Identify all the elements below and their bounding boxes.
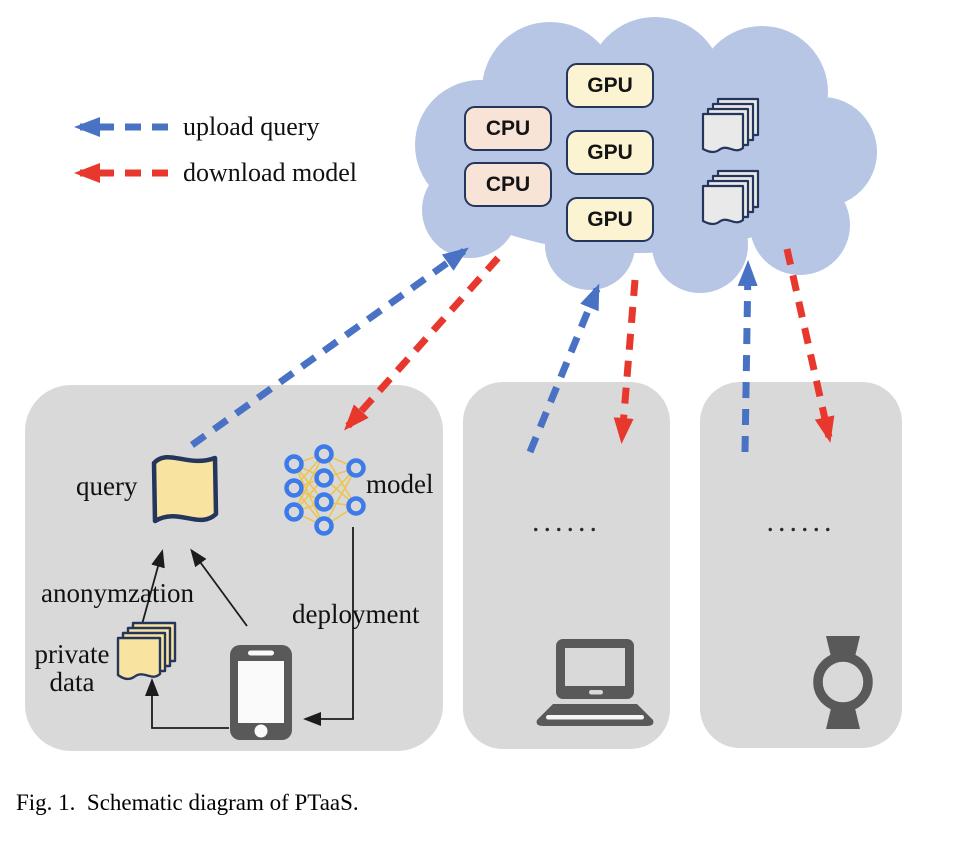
anonymization-label: anonymzation: [41, 578, 194, 608]
cloud-document-stack-icon-2: [701, 169, 760, 226]
ellipsis-client3: ......: [766, 505, 836, 538]
download-arrow-client2: [613, 279, 639, 444]
laptop-icon: [536, 639, 654, 726]
private-data-label-line2: data: [49, 667, 95, 698]
deployment-arrow: [303, 527, 354, 726]
upload-arrow-client2: [526, 283, 601, 454]
cpu-box-1-label: CPU: [485, 116, 531, 140]
ellipsis-client2: ......: [532, 505, 601, 538]
anonymization-arrow: [140, 549, 165, 629]
gpu-box-2-label: GPU: [587, 140, 633, 164]
cpu-box-1: CPU: [464, 106, 552, 151]
cpu-box-2-label: CPU: [485, 172, 531, 196]
upload-arrow-client3: [737, 260, 758, 453]
gpu-box-3: GPU: [566, 197, 654, 242]
private-data-stack-icon: [116, 621, 177, 681]
smartphone-icon: [230, 645, 292, 740]
phone-to-private-data-arrow: [145, 678, 229, 729]
gpu-box-3-label: GPU: [587, 207, 633, 231]
query-document-icon: [151, 455, 219, 524]
gpu-box-1-label: GPU: [587, 73, 633, 97]
figure-caption: Fig. 1. Schematic diagram of PTaaS.: [16, 790, 359, 815]
gpu-box-1: GPU: [566, 63, 654, 108]
legend-download-label: download model: [183, 158, 358, 187]
phone-to-query-arrow: [190, 548, 248, 627]
gpu-box-2: GPU: [566, 130, 654, 175]
upload-arrow-client1: [189, 247, 469, 448]
private-data-label-line1: private: [34, 639, 110, 669]
download-arrow-client3: [783, 248, 835, 443]
cpu-box-2: CPU: [464, 162, 552, 207]
neural-network-icon: [284, 444, 366, 536]
model-label: model: [366, 469, 434, 499]
download-arrow-client1: [344, 255, 501, 431]
smartwatch-icon: [813, 636, 873, 729]
deployment-label: deployment: [292, 599, 420, 629]
private-data-label: private data: [28, 640, 116, 697]
cloud-document-stack-icon-1: [701, 97, 760, 154]
query-label: query: [76, 471, 138, 501]
legend-upload-label: upload query: [183, 112, 320, 141]
